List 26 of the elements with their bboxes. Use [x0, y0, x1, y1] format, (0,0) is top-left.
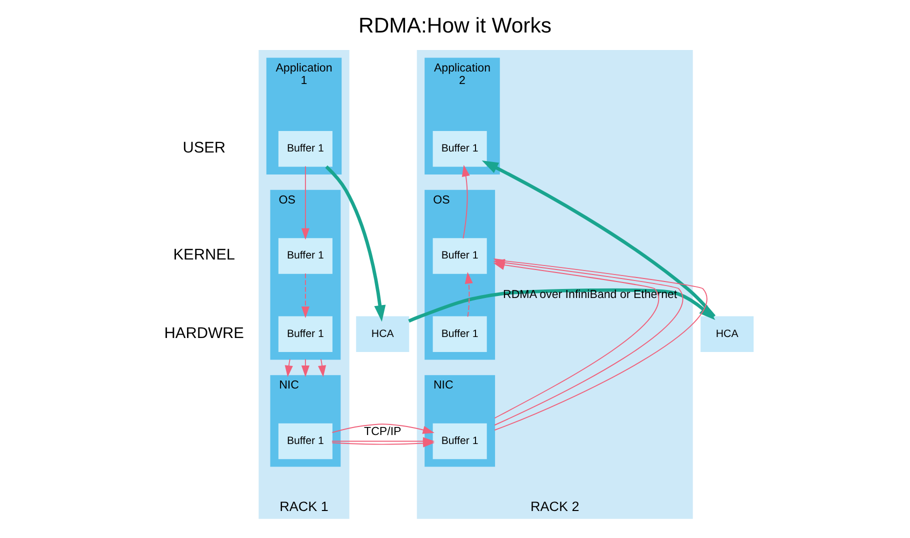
label: KERNEL: [173, 246, 235, 264]
label: HARDWRE: [164, 324, 244, 342]
node-box: Buffer 1: [278, 238, 332, 274]
node-box: Buffer 1: [432, 238, 487, 274]
arrow: [318, 358, 326, 378]
node-box: Buffer 1: [278, 316, 332, 352]
edge-label: TCP/IP: [364, 426, 402, 438]
node-box: HCA: [700, 316, 754, 352]
diagram-title: RDMA:How it Works: [358, 14, 552, 38]
arrow: [462, 164, 470, 239]
label: USER: [182, 140, 226, 157]
arrow: [301, 273, 310, 318]
arrow: [332, 437, 435, 446]
arrow: [325, 165, 386, 322]
arrow: [482, 160, 716, 318]
arrow: [301, 358, 310, 378]
node-box: Buffer 1: [432, 131, 487, 167]
arrow: [464, 272, 473, 318]
arrow: [284, 358, 293, 378]
node-box: Buffer 1: [432, 423, 487, 460]
node-box: HCA: [356, 316, 410, 352]
node-box: Buffer 1: [432, 316, 487, 352]
node-box: Buffer 1: [278, 131, 332, 167]
arrow: [301, 166, 310, 240]
node-box: Buffer 1: [278, 423, 332, 460]
arrow: [332, 424, 434, 434]
